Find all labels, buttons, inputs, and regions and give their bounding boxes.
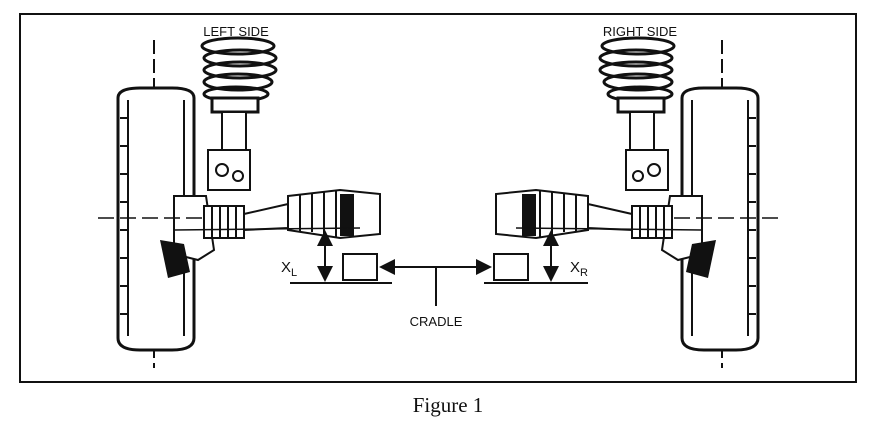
xl-label-main: X: [281, 259, 291, 276]
right-side-label: RIGHT SIDE: [603, 24, 677, 39]
xr-label-main: X: [570, 259, 580, 276]
xl-label: XL: [281, 259, 297, 279]
right-tire: [680, 86, 760, 352]
right-suspension: [495, 36, 778, 368]
figure-frame: [19, 13, 857, 383]
xl-label-sub: L: [291, 267, 297, 279]
right-outer-boot: [495, 188, 589, 240]
xr-label-sub: R: [580, 267, 588, 279]
left-side-label: LEFT SIDE: [203, 24, 269, 39]
left-outer-boot: [287, 188, 381, 240]
suspension-diagram: LEFT SIDE RIGHT SIDE CRADLE XL XR: [98, 24, 778, 368]
xr-label: XR: [570, 259, 588, 279]
figure-caption: Figure 1: [412, 393, 484, 417]
right-cradle-block: [493, 253, 529, 281]
left-drive-shaft: [243, 202, 289, 232]
right-coil-spring: [598, 36, 676, 114]
right-cv-boot: [631, 205, 673, 239]
left-cradle-block: [342, 253, 378, 281]
left-coil-spring: [200, 36, 278, 114]
right-drive-shaft: [587, 202, 633, 232]
left-suspension: [98, 36, 381, 368]
cradle-label: CRADLE: [410, 314, 463, 329]
left-cv-boot: [203, 205, 245, 239]
measurement-layout: [290, 230, 588, 306]
